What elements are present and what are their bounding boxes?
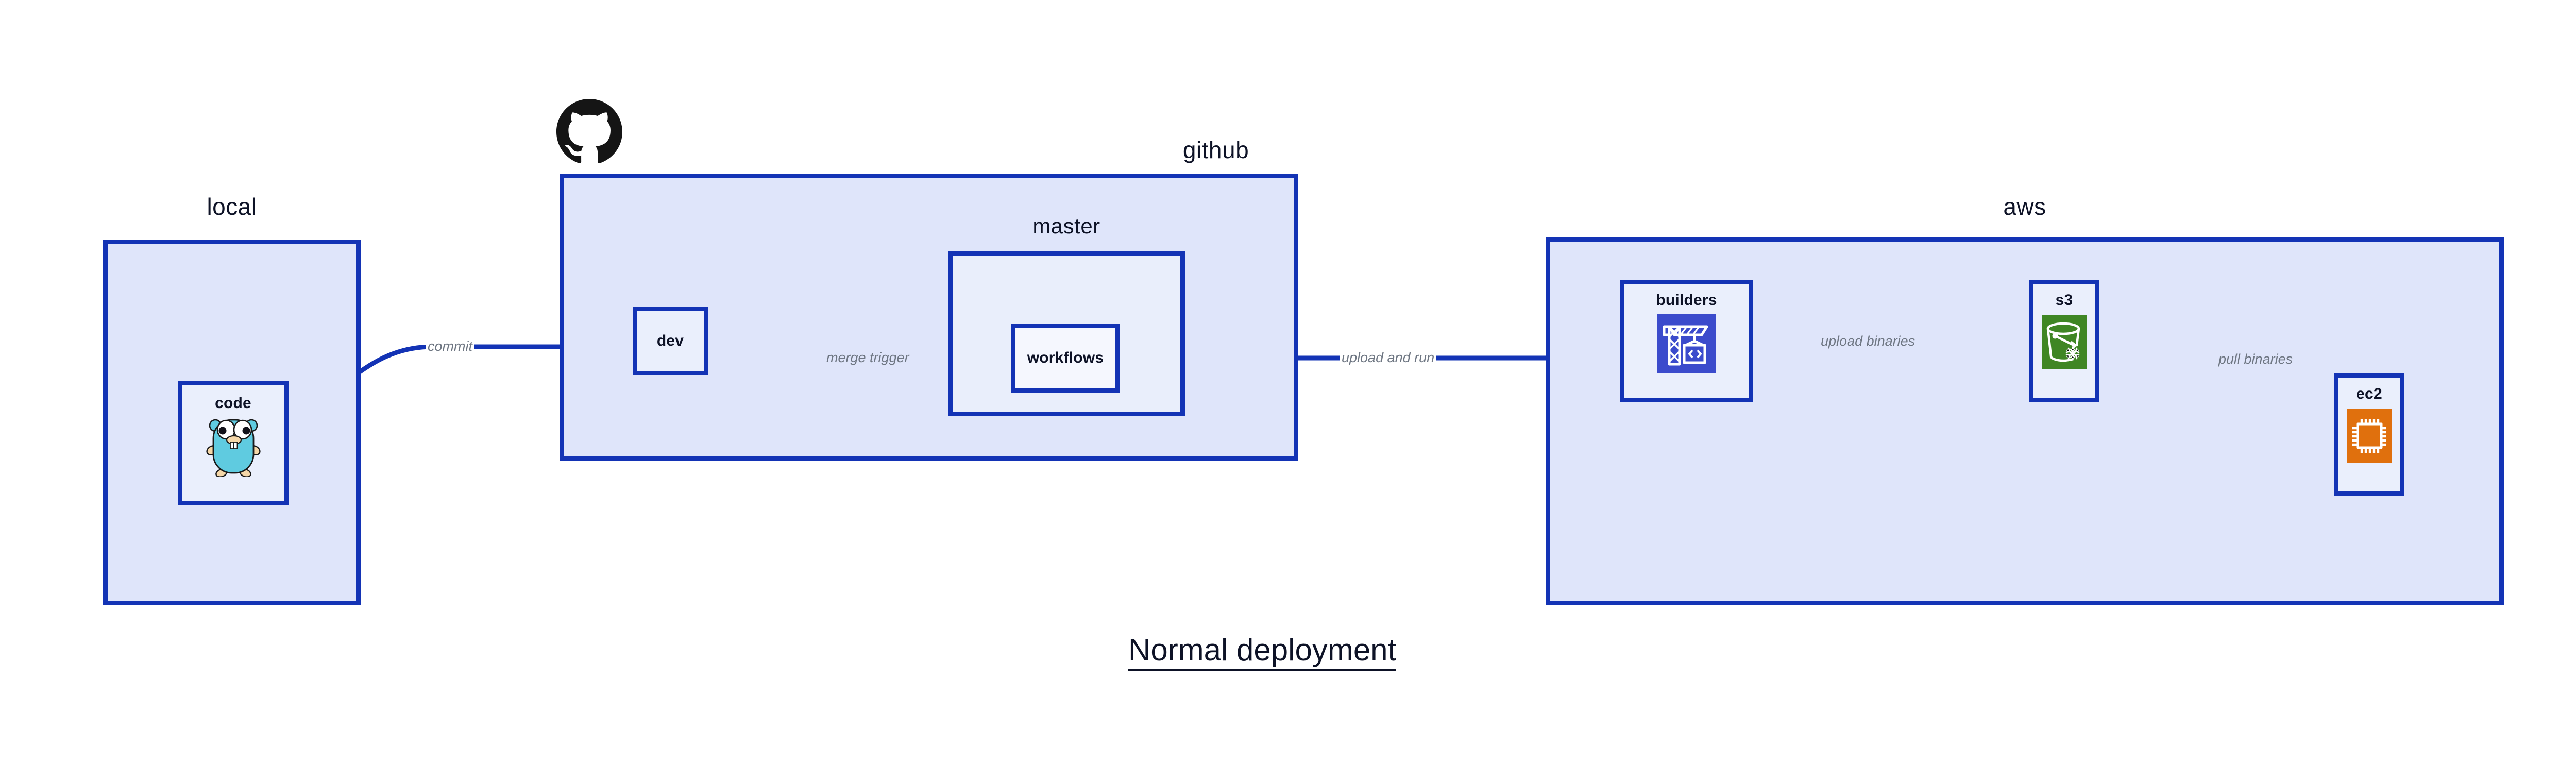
node-label-ec2: ec2 xyxy=(2356,385,2382,402)
node-label-builders: builders xyxy=(1656,292,1717,309)
aws-s3-glacier-icon xyxy=(2041,315,2087,369)
edge-label-merge-trigger: merge trigger xyxy=(824,351,911,365)
node-label-workflows: workflows xyxy=(1027,349,1104,366)
node-label-s3: s3 xyxy=(2055,292,2073,309)
group-title-master: master xyxy=(1032,214,1100,238)
node-workflows[interactable]: workflows xyxy=(1011,324,1120,393)
aws-codebuild-icon xyxy=(1657,314,1716,373)
node-ec2[interactable]: ec2 xyxy=(2334,373,2404,496)
group-title-aws: aws xyxy=(2003,193,2046,220)
node-label-code: code xyxy=(215,395,251,412)
diagram-title: Normal deployment xyxy=(1128,635,1397,671)
edge-label-pull-binaries: pull binaries xyxy=(2216,352,2295,366)
edge-label-upload-and-run: upload and run xyxy=(1340,351,1437,365)
node-label-dev: dev xyxy=(656,332,684,349)
go-gopher-icon xyxy=(206,419,261,477)
edge-label-commit: commit xyxy=(426,339,474,353)
node-dev[interactable]: dev xyxy=(633,307,708,375)
edge-label-upload-binaries: upload binaries xyxy=(1819,334,1918,348)
node-s3[interactable]: s3 xyxy=(2029,280,2099,402)
group-title-local: local xyxy=(207,193,257,220)
github-octocat-icon xyxy=(556,99,622,163)
group-title-github: github xyxy=(1182,137,1249,163)
node-code[interactable]: code xyxy=(178,381,289,505)
node-builders[interactable]: builders xyxy=(1620,280,1753,402)
aws-ec2-chip-icon xyxy=(2346,409,2392,463)
